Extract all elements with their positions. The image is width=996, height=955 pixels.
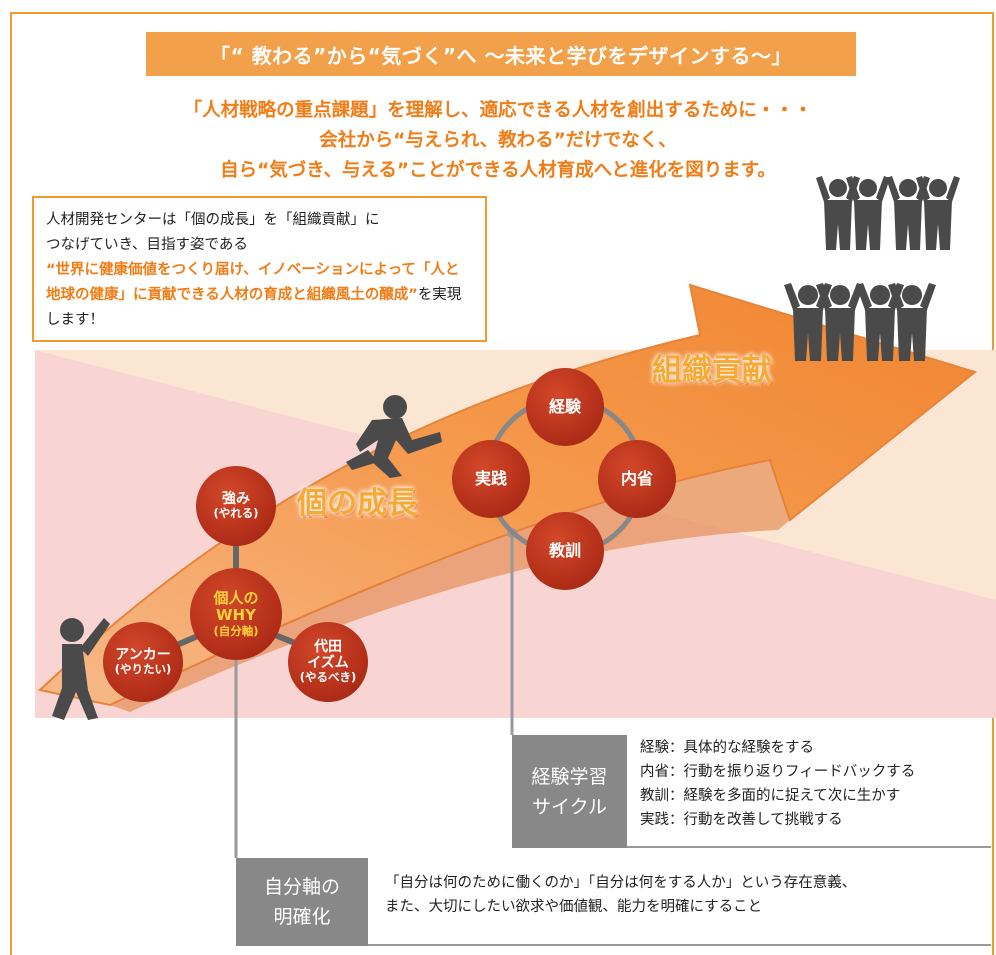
personal-why-line2: WHY [216,606,256,625]
mission-line-2: つなげていき、目指す姿である [46,237,248,253]
reflection-node: 内省 [598,440,676,518]
self-axis-description: 「自分は何のために働くのか」「自分は何をする人か」という存在意義、 また、大切に… [385,871,856,919]
strength-node-sub: (やれる) [213,506,259,521]
learning-cycle-list: 経験：具体的な経験をする 内省：行動を振り返りフィードバックする 教訓：経験を多… [640,736,915,832]
anchor-node-label: アンカー [115,647,171,664]
personal-why-sub: (自分軸) [213,623,259,638]
learning-cycle-underline [627,846,991,848]
self-axis-title-1: 自分軸の [263,876,340,898]
learning-cycle-title-2: サイクル [531,795,608,818]
experience-node: 経験 [526,368,604,446]
cheering-group-icon [784,176,960,361]
yoda-ism-line1: 代田 [314,639,342,656]
self-axis-line-2: また、大切にしたい欲求や価値観、能力を明確にすること [385,899,763,915]
self-axis-title-box: 自分軸の 明確化 [236,858,368,946]
individual-growth-label: 個の成長 [297,486,417,521]
intro-line-3: 自ら“気づき、与える”ことができる人材育成へと進化を図ります。 [220,160,776,181]
mission-tail: を実現します！ [46,287,462,328]
walking-person-icon [52,618,110,720]
self-axis-underline [368,944,991,946]
anchor-node-sub: (やりたい) [114,662,172,677]
personal-why-line1: 個人の [213,589,259,608]
growth-arrow-shadow [110,460,790,712]
practice-node: 実践 [452,440,530,518]
mission-statement-box: 人材開発センターは「個の成長」を「組織貢献」に つなげていき、目指す姿である “… [32,196,487,342]
theme-banner: 「“ 教わる”から“気づく”へ ～未来と学びをデザインする～」 [146,32,856,76]
yoda-ism-sub: (やるべき) [299,670,357,685]
yoda-ism-line2: イズム [307,655,349,672]
lesson-node: 教訓 [526,512,604,590]
learning-cycle-item-4: 実践：行動を改善して挑戦する [640,812,843,828]
learning-cycle-item-1: 経験：具体的な経験をする [640,740,814,756]
learning-cycle-item-3: 教訓：経験を多面的に捉えて次に生かす [640,788,901,804]
mission-line-1: 人材開発センターは「個の成長」を「組織貢献」に [46,212,380,228]
yoda-ism-node: 代田 イズム (やるべき) [288,622,368,702]
running-person-icon [346,395,442,478]
strength-node: 強み (やれる) [196,466,276,546]
intro-line-1: 「人材戦略の重点課題」を理解し、適応できる人材を創出するために・・・ [183,100,813,121]
strength-node-label: 強み [222,491,250,508]
anchor-node: アンカー (やりたい) [103,622,183,702]
self-axis-line-1: 「自分は何のために働くのか」「自分は何をする人か」という存在意義、 [385,875,857,891]
intro-line-2: 会社から“与えられ、教わる”だけでなく、 [319,130,677,151]
learning-cycle-title-1: 経験学習 [531,765,608,788]
organizational-contribution-label: 組織貢献 [652,353,772,388]
personal-why-node: 個人の WHY (自分軸) [190,568,282,660]
learning-cycle-item-2: 内省：行動を振り返りフィードバックする [640,764,916,780]
self-axis-title-2: 明確化 [273,906,331,928]
learning-cycle-title-box: 経験学習 サイクル [512,735,627,848]
mission-highlight: “世界に健康価値をつくり届け、イノベーションによって「人と地球の健康」に貢献でき… [46,262,460,303]
